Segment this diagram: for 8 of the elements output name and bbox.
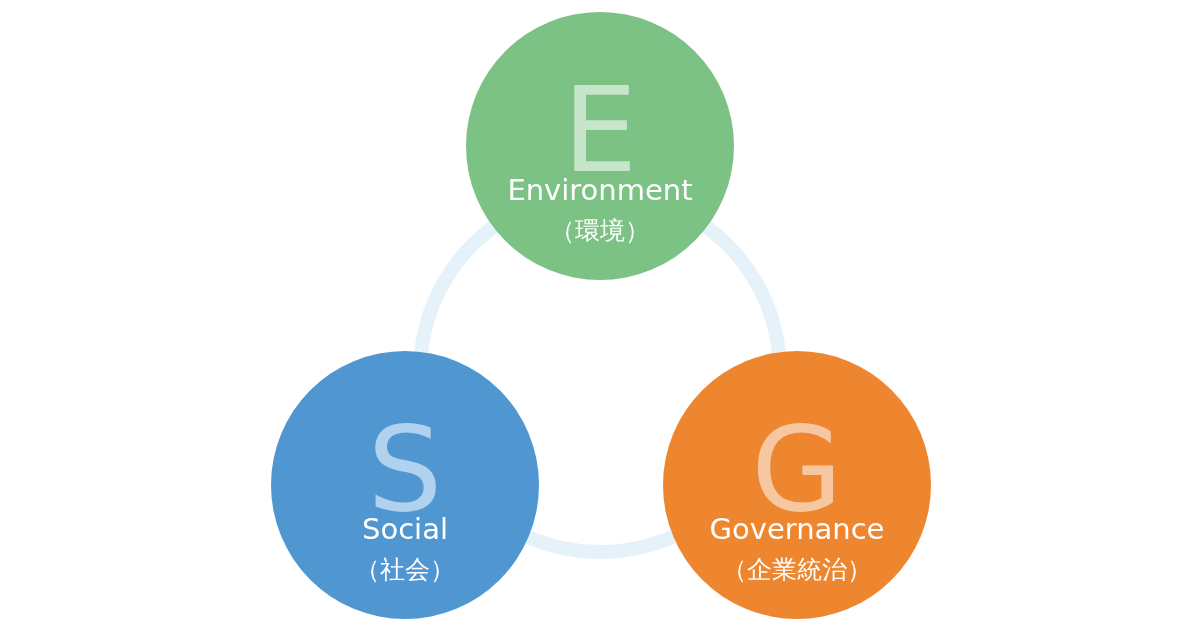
circle-label: Social [362, 511, 448, 546]
circle-label: （環境） [550, 215, 650, 246]
circle-label: （企業統治） [722, 554, 872, 585]
ring-segment [414, 221, 498, 354]
circle-label: （社会） [355, 554, 455, 585]
circle-label: Environment [507, 172, 693, 207]
ring-segment [526, 529, 676, 559]
ring-segment [702, 221, 786, 354]
